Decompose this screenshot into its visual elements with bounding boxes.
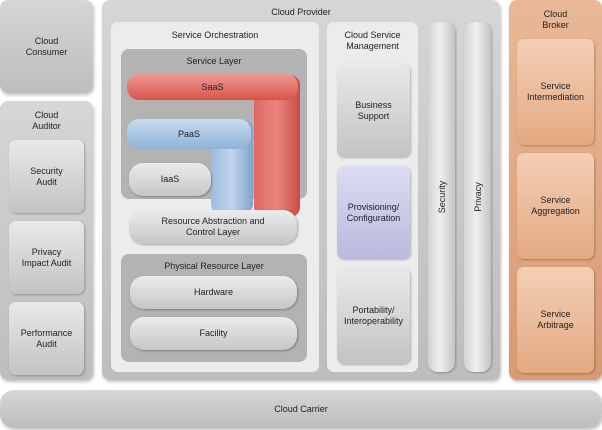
service-intermediation-label: Service Intermediation <box>526 81 585 102</box>
service-arbitrage-label: Service Arbitrage <box>537 309 574 330</box>
provisioning-configuration-label: Provisioning/ Configuration <box>346 201 401 223</box>
security-column: Security <box>428 22 455 372</box>
cloud-consumer-label: Cloud Consumer <box>25 35 68 57</box>
paas-layer: PaaS <box>127 119 251 149</box>
service-orchestration: Service Orchestration Service Layer SaaS… <box>111 22 319 372</box>
iaas-label: IaaS <box>160 174 180 184</box>
cloud-provider: Cloud Provider Service Orchestration Ser… <box>102 0 500 380</box>
paas-label: PaaS <box>177 128 201 139</box>
cloud-service-management-title: Cloud Service Management <box>344 30 401 51</box>
resource-abstraction-layer: Resource Abstraction and Control Layer <box>129 210 297 244</box>
resource-abstraction-label: Resource Abstraction and Control Layer <box>161 216 265 237</box>
facility-label: Facility <box>199 328 228 338</box>
physical-resource-layer-title: Physical Resource Layer <box>164 261 264 271</box>
security-audit: Security Audit <box>9 140 84 213</box>
service-aggregation: Service Aggregation <box>517 153 594 259</box>
security-audit-label: Security Audit <box>30 165 63 187</box>
cloud-broker: Cloud Broker Service Intermediation Serv… <box>509 0 602 380</box>
service-arbitrage: Service Arbitrage <box>517 267 594 373</box>
iaas-layer: IaaS <box>129 163 211 196</box>
service-layer: Service Layer SaaS PaaS IaaS <box>121 49 307 217</box>
portability-interoperability: Portability/ Interoperability <box>337 268 410 364</box>
physical-resource-layer: Physical Resource Layer Hardware Facilit… <box>121 254 307 362</box>
service-aggregation-label: Service Aggregation <box>531 195 580 216</box>
business-support: Business Support <box>337 64 410 157</box>
cloud-consumer: Cloud Consumer <box>0 0 93 93</box>
provisioning-configuration: Provisioning/ Configuration <box>337 166 410 259</box>
portability-interoperability-label: Portability/ Interoperability <box>343 305 404 326</box>
privacy-impact-audit-label: Privacy Impact Audit <box>21 246 72 268</box>
cloud-auditor-title: Cloud Auditor <box>32 110 61 131</box>
hardware-label: Hardware <box>193 287 233 297</box>
cloud-carrier-label: Cloud Carrier <box>274 403 328 414</box>
saas-layer: SaaS <box>127 74 298 100</box>
cloud-auditor: Cloud Auditor Security Audit Privacy Imp… <box>0 101 93 380</box>
cloud-service-management: Cloud Service Management Business Suppor… <box>327 22 418 372</box>
service-orchestration-title: Service Orchestration <box>171 30 259 40</box>
performance-audit-label: Performance Audit <box>20 327 73 349</box>
business-support-label: Business Support <box>355 99 392 121</box>
privacy-column: Privacy <box>464 22 491 372</box>
cloud-broker-title: Cloud Broker <box>542 9 569 30</box>
security-label: Security <box>436 180 447 214</box>
privacy-label: Privacy <box>472 182 483 212</box>
saas-label: SaaS <box>201 81 224 92</box>
service-layer-title: Service Layer <box>186 56 242 66</box>
cloud-provider-title: Cloud Provider <box>271 7 331 17</box>
hardware: Hardware <box>130 276 297 309</box>
performance-audit: Performance Audit <box>9 302 84 375</box>
facility: Facility <box>130 317 297 350</box>
cloud-carrier: Cloud Carrier <box>0 390 602 428</box>
privacy-impact-audit: Privacy Impact Audit <box>9 221 84 294</box>
service-intermediation: Service Intermediation <box>517 39 594 145</box>
